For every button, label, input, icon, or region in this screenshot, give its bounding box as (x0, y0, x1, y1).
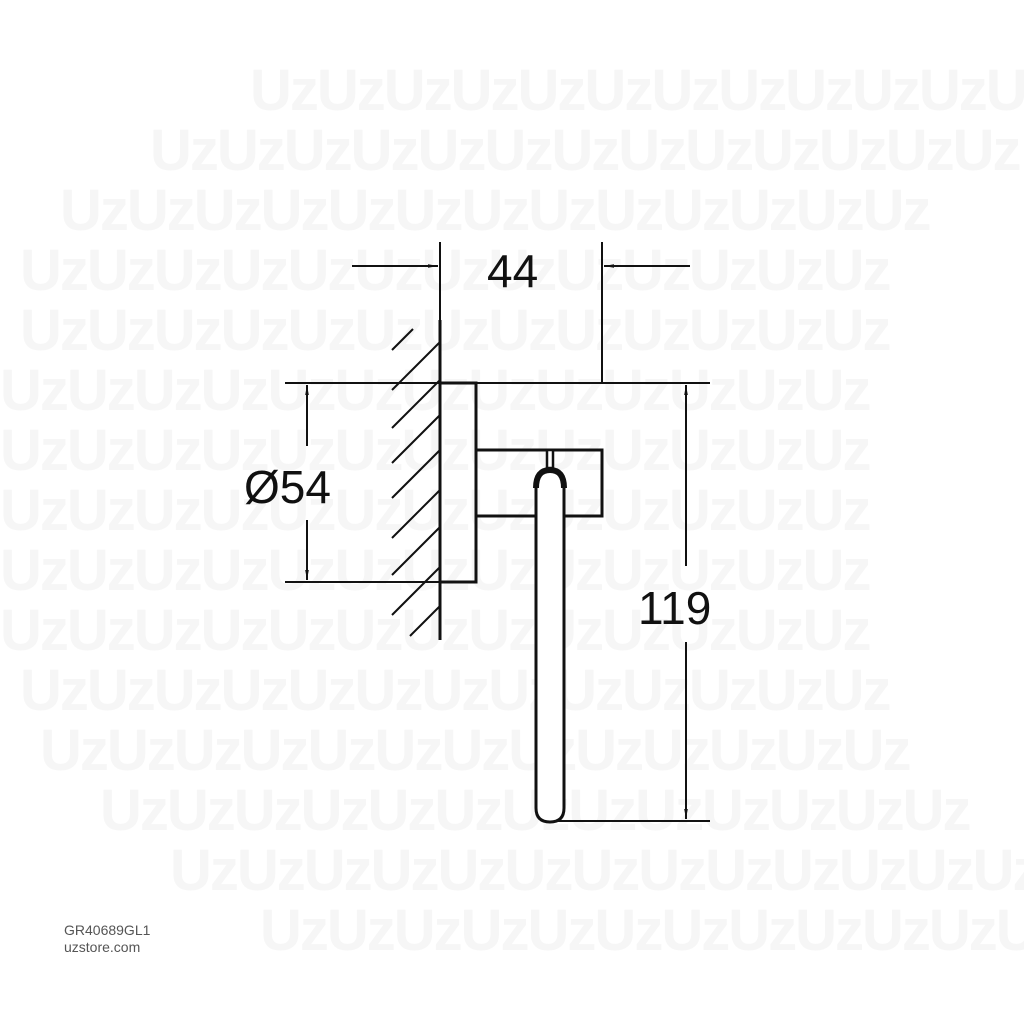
footer: GR40689GL1 uzstore.com (64, 922, 150, 956)
svg-text:UzUzUzUzUzUzUzUzUzUzUzUzUz: UzUzUzUzUzUzUzUzUzUzUzUzUz (0, 358, 870, 423)
svg-text:UzUzUzUzUzUzUzUzUzUzUzUzUz: UzUzUzUzUzUzUzUzUzUzUzUzUz (0, 538, 870, 603)
watermark-pattern: UzUzUzUzUzUzUzUzUzUzUzUzUz UzUzUzUzUzUzU… (0, 58, 1024, 963)
svg-text:UzUzUzUzUzUzUzUzUzUzUzUzUz: UzUzUzUzUzUzUzUzUzUzUzUzUz (260, 898, 1024, 963)
svg-text:UzUzUzUzUzUzUzUzUzUzUzUzUz: UzUzUzUzUzUzUzUzUzUzUzUzUz (40, 718, 910, 783)
svg-text:UzUzUzUzUzUzUzUzUzUzUzUzUz: UzUzUzUzUzUzUzUzUzUzUzUzUz (20, 658, 890, 723)
svg-text:UzUzUzUzUzUzUzUzUzUzUzUzUz: UzUzUzUzUzUzUzUzUzUzUzUzUz (0, 418, 870, 483)
product-code: GR40689GL1 (64, 922, 151, 938)
svg-text:UzUzUzUzUzUzUzUzUzUzUzUzUz: UzUzUzUzUzUzUzUzUzUzUzUzUz (0, 598, 870, 663)
svg-text:UzUzUzUzUzUzUzUzUzUzUzUzUz: UzUzUzUzUzUzUzUzUzUzUzUzUz (20, 238, 890, 303)
dimension-depth-label: 44 (487, 245, 538, 297)
dimension-height (476, 382, 710, 822)
ring-loop (533, 448, 567, 824)
svg-text:UzUzUzUzUzUzUzUzUzUzUzUzUz: UzUzUzUzUzUzUzUzUzUzUzUzUz (20, 298, 890, 363)
svg-text:UzUzUzUzUzUzUzUzUzUzUzUzUz: UzUzUzUzUzUzUzUzUzUzUzUzUz (150, 118, 1020, 183)
website-link[interactable]: uzstore.com (64, 939, 141, 955)
svg-text:UzUzUzUzUzUzUzUzUzUzUzUzUz: UzUzUzUzUzUzUzUzUzUzUzUzUz (60, 178, 930, 243)
svg-text:UzUzUzUzUzUzUzUzUzUzUzUzUz: UzUzUzUzUzUzUzUzUzUzUzUzUz (170, 838, 1024, 903)
dimension-rosette-diameter (285, 382, 440, 583)
svg-text:UzUzUzUzUzUzUzUzUzUzUzUzUz: UzUzUzUzUzUzUzUzUzUzUzUzUz (250, 58, 1024, 123)
wall-hatching (391, 328, 441, 637)
dimension-depth (352, 242, 690, 383)
dimension-rosette-diameter-label: Ø54 (244, 461, 331, 513)
dimension-height-label: 119 (638, 582, 711, 634)
